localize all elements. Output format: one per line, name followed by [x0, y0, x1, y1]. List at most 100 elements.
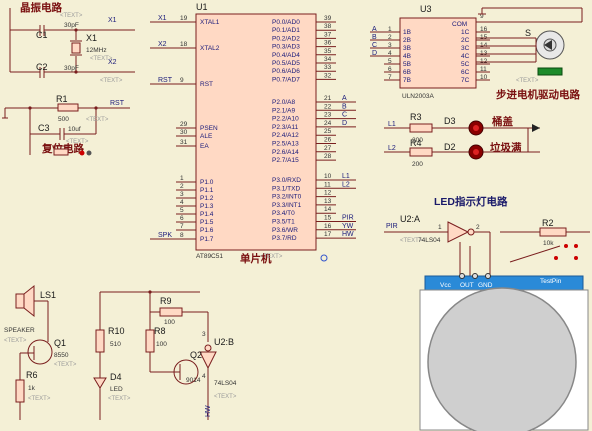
mcu-right-pin-name: P2.3/A11 [272, 124, 299, 131]
mcu-right-pin-name: P2.5/A13 [272, 141, 299, 148]
pir-pin-gnd: GND [478, 282, 493, 289]
uln-in-pin-name: 1B [403, 29, 411, 36]
mcu-right-pin-num: 10 [324, 173, 332, 180]
mcu-right-pin-name: P0.3/AD3 [272, 44, 300, 51]
mcu-left-net-label: X2 [158, 41, 167, 48]
r9-value: 100 [164, 319, 175, 326]
mcu-left-pin-name: XTAL2 [200, 45, 220, 52]
mcu-right-pin-name: P2.6/A14 [272, 149, 299, 156]
x1-ref: X1 [86, 33, 97, 43]
uln-in-pin-num: 5 [388, 58, 392, 65]
uln-out-pin-num: 10 [480, 74, 488, 81]
mcu-left-pin-name: P1.3 [200, 203, 214, 210]
mcu-left-pin-num: 7 [180, 223, 184, 230]
mcu-left-pin-name: P1.4 [200, 211, 214, 218]
mcu-right-pin-num: 23 [324, 112, 332, 119]
r6-ref: R6 [26, 370, 38, 380]
infrared-circuit: R10 510 R8 100 R9 100 D4 LED <TEXT> Q2 9… [93, 290, 237, 420]
x1-text: <TEXT> [90, 56, 113, 62]
mcu-right-pin-name: P0.7/AD7 [272, 76, 300, 83]
uln-out-pin-name: 5C [461, 61, 470, 68]
crystal-circuit: C1 30pF C2 30pF X1 12MHz X1 X2 <TEXT> <T… [9, 8, 135, 84]
c2-text: <TEXT> [100, 78, 123, 84]
mcu-left-pin-num: 8 [180, 232, 184, 239]
mcu-right-pin-num: 34 [324, 56, 332, 63]
d2-ref: D2 [444, 142, 456, 152]
mcu-left-pin-name: P1.2 [200, 195, 214, 202]
uln-out-pin-name: 1C [461, 29, 470, 36]
c3-ref: C3 [38, 123, 50, 133]
u2b-ref: U2:B [214, 337, 234, 347]
mcu-right-pin-name: P3.3/INT1 [272, 202, 302, 209]
uln-out-pin-num: 16 [480, 26, 488, 33]
mcu-right-pin-name: P3.0/RXD [272, 177, 301, 184]
mcu-left-net-label: X1 [158, 15, 167, 22]
mcu-right-pin-name: P0.5/AD5 [272, 60, 300, 67]
uln-in-pin-num: 2 [388, 34, 392, 41]
probe-icon [320, 254, 328, 262]
mcu-right-pin-name: P2.4/A12 [272, 132, 299, 139]
mcu-left-pin-num: 5 [180, 207, 184, 214]
mcu-right-pin-num: 22 [324, 103, 332, 110]
c3-text: <TEXT> [66, 139, 89, 145]
u2a-pin-out: 2 [476, 224, 480, 231]
mcu-right-pin-num: 25 [324, 128, 332, 135]
mcu-right-pin-num: 36 [324, 40, 332, 47]
pir-circuit: U2:A 74LS04 PIR 1 2 <TEXT> R2 10k Vcc OU… [384, 214, 590, 431]
mcu-right-pin-num: 14 [324, 206, 332, 213]
pir-module-label: TestPin [540, 278, 562, 285]
u1-text: <TEXT> [260, 254, 283, 260]
uln-in-pin-num: 7 [388, 74, 392, 81]
mcu-u1: U1 AT89C51 <TEXT> 19XTAL1X118XTAL2X29RST… [150, 2, 356, 262]
mcu-right-pin-name: P0.4/AD4 [272, 52, 300, 59]
uln-out-pin-name: 4C [461, 53, 470, 60]
uln-in-pin-name: 3B [403, 45, 411, 52]
mcu-right-pin-name: P0.6/AD6 [272, 68, 300, 75]
q1-ref: Q1 [54, 338, 66, 348]
r1-ref: R1 [56, 94, 68, 104]
uln-in-pin-name: 6B [403, 69, 411, 76]
c1-text: <TEXT> [60, 13, 83, 19]
mcu-right-pin-name: P2.7/A15 [272, 157, 299, 164]
mcu-right-pin-name: P3.2/INT0 [272, 194, 302, 201]
mcu-left-pin-name: P1.5 [200, 219, 214, 226]
mcu-left-pin-name: PSEN [200, 125, 218, 132]
mcu-right-pin-name: P2.1/A9 [272, 107, 296, 114]
uln-out-pin-name: 3C [461, 45, 470, 52]
mcu-right-pin-name: P0.2/AD2 [272, 35, 300, 42]
u2a-pin-in: 1 [438, 224, 442, 231]
r10-value: 510 [110, 341, 121, 348]
u2b-part: 74LS04 [214, 380, 237, 387]
mcu-left-pin-name: P1.0 [200, 179, 214, 186]
mcu-right-net-label: PIR [342, 215, 354, 222]
mcu-right-pin-num: 12 [324, 190, 332, 197]
r2-value: 10k [543, 240, 554, 247]
u2b-pin-in: 3 [202, 331, 206, 338]
mcu-right-pin-num: 11 [324, 181, 331, 188]
mcu-right-pins: 39P0.0/AD038P0.1/AD137P0.2/AD236P0.3/AD3… [272, 15, 356, 242]
u1-ref: U1 [196, 2, 208, 12]
mcu-right-pin-num: 27 [324, 145, 332, 152]
c1-value: 30pF [64, 22, 79, 29]
d4-ref: D4 [110, 372, 122, 382]
mcu-left-pin-num: 2 [180, 183, 184, 190]
net-x1-left: X1 [108, 17, 117, 24]
net-rst-left: RST [110, 100, 125, 107]
mcu-right-net-label: D [342, 120, 347, 127]
uln-in-pin-num: 6 [388, 66, 392, 73]
r1-value: 500 [58, 116, 69, 123]
mcu-right-net-label: B [342, 103, 347, 110]
c2-value: 30pF [64, 65, 79, 72]
r4-ref: R4 [410, 138, 422, 148]
uln-in-pin-name: 5B [403, 61, 411, 68]
mcu-right-pin-num: 35 [324, 48, 332, 55]
mcu-right-pin-num: 21 [324, 95, 332, 102]
mcu-right-net-label: YW [342, 223, 354, 230]
mcu-right-pin-num: 16 [324, 223, 332, 230]
mcu-right-pin-num: 13 [324, 198, 332, 205]
net-pir-right: PIR [386, 223, 398, 230]
mcu-right-pin-num: 39 [324, 15, 332, 22]
mcu-left-pin-num: 19 [180, 15, 188, 22]
